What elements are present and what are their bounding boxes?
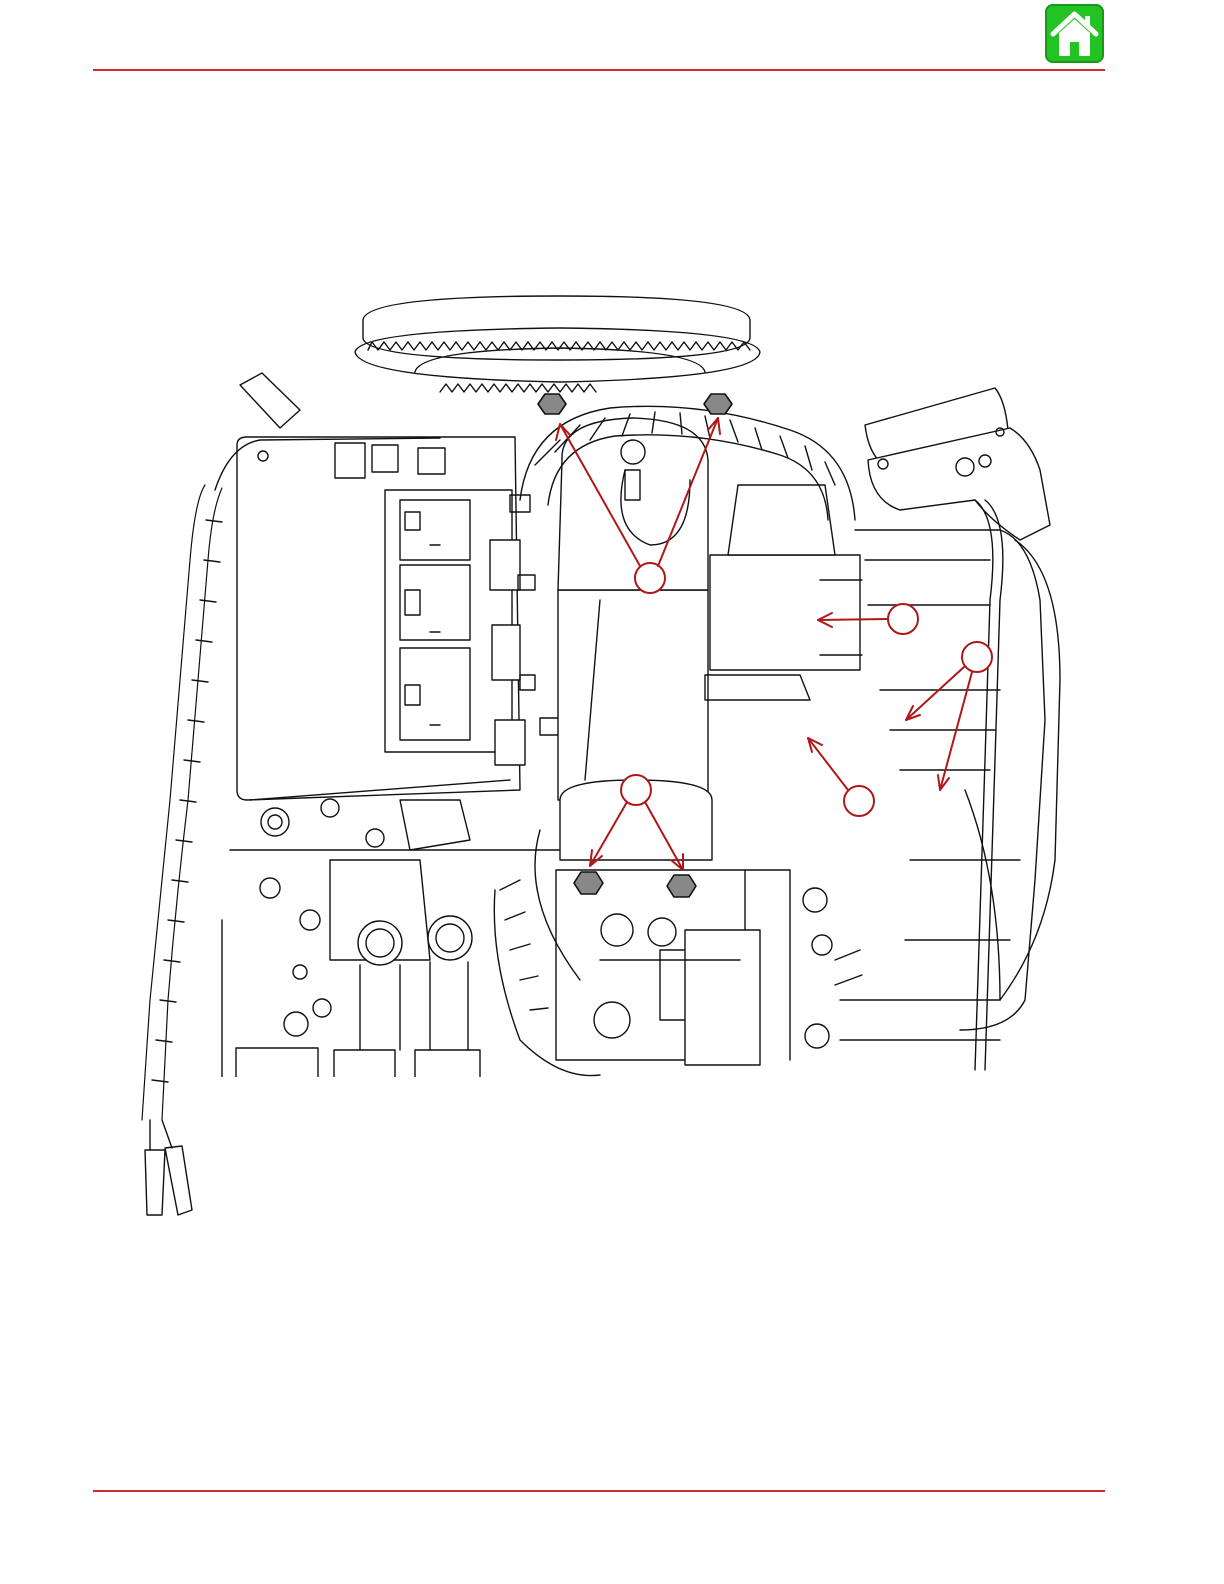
flywheel (355, 296, 760, 392)
bolt-a2 (704, 394, 732, 414)
engine-block (855, 530, 1060, 1030)
lower-components (556, 780, 1000, 1065)
bolt-a1 (538, 394, 566, 414)
bolt-c1 (574, 872, 603, 894)
footer-rule (93, 1490, 1105, 1492)
bolt-c2 (667, 875, 696, 897)
callout-e (906, 642, 992, 790)
ecm-module (237, 437, 520, 847)
callout-d (808, 738, 874, 816)
